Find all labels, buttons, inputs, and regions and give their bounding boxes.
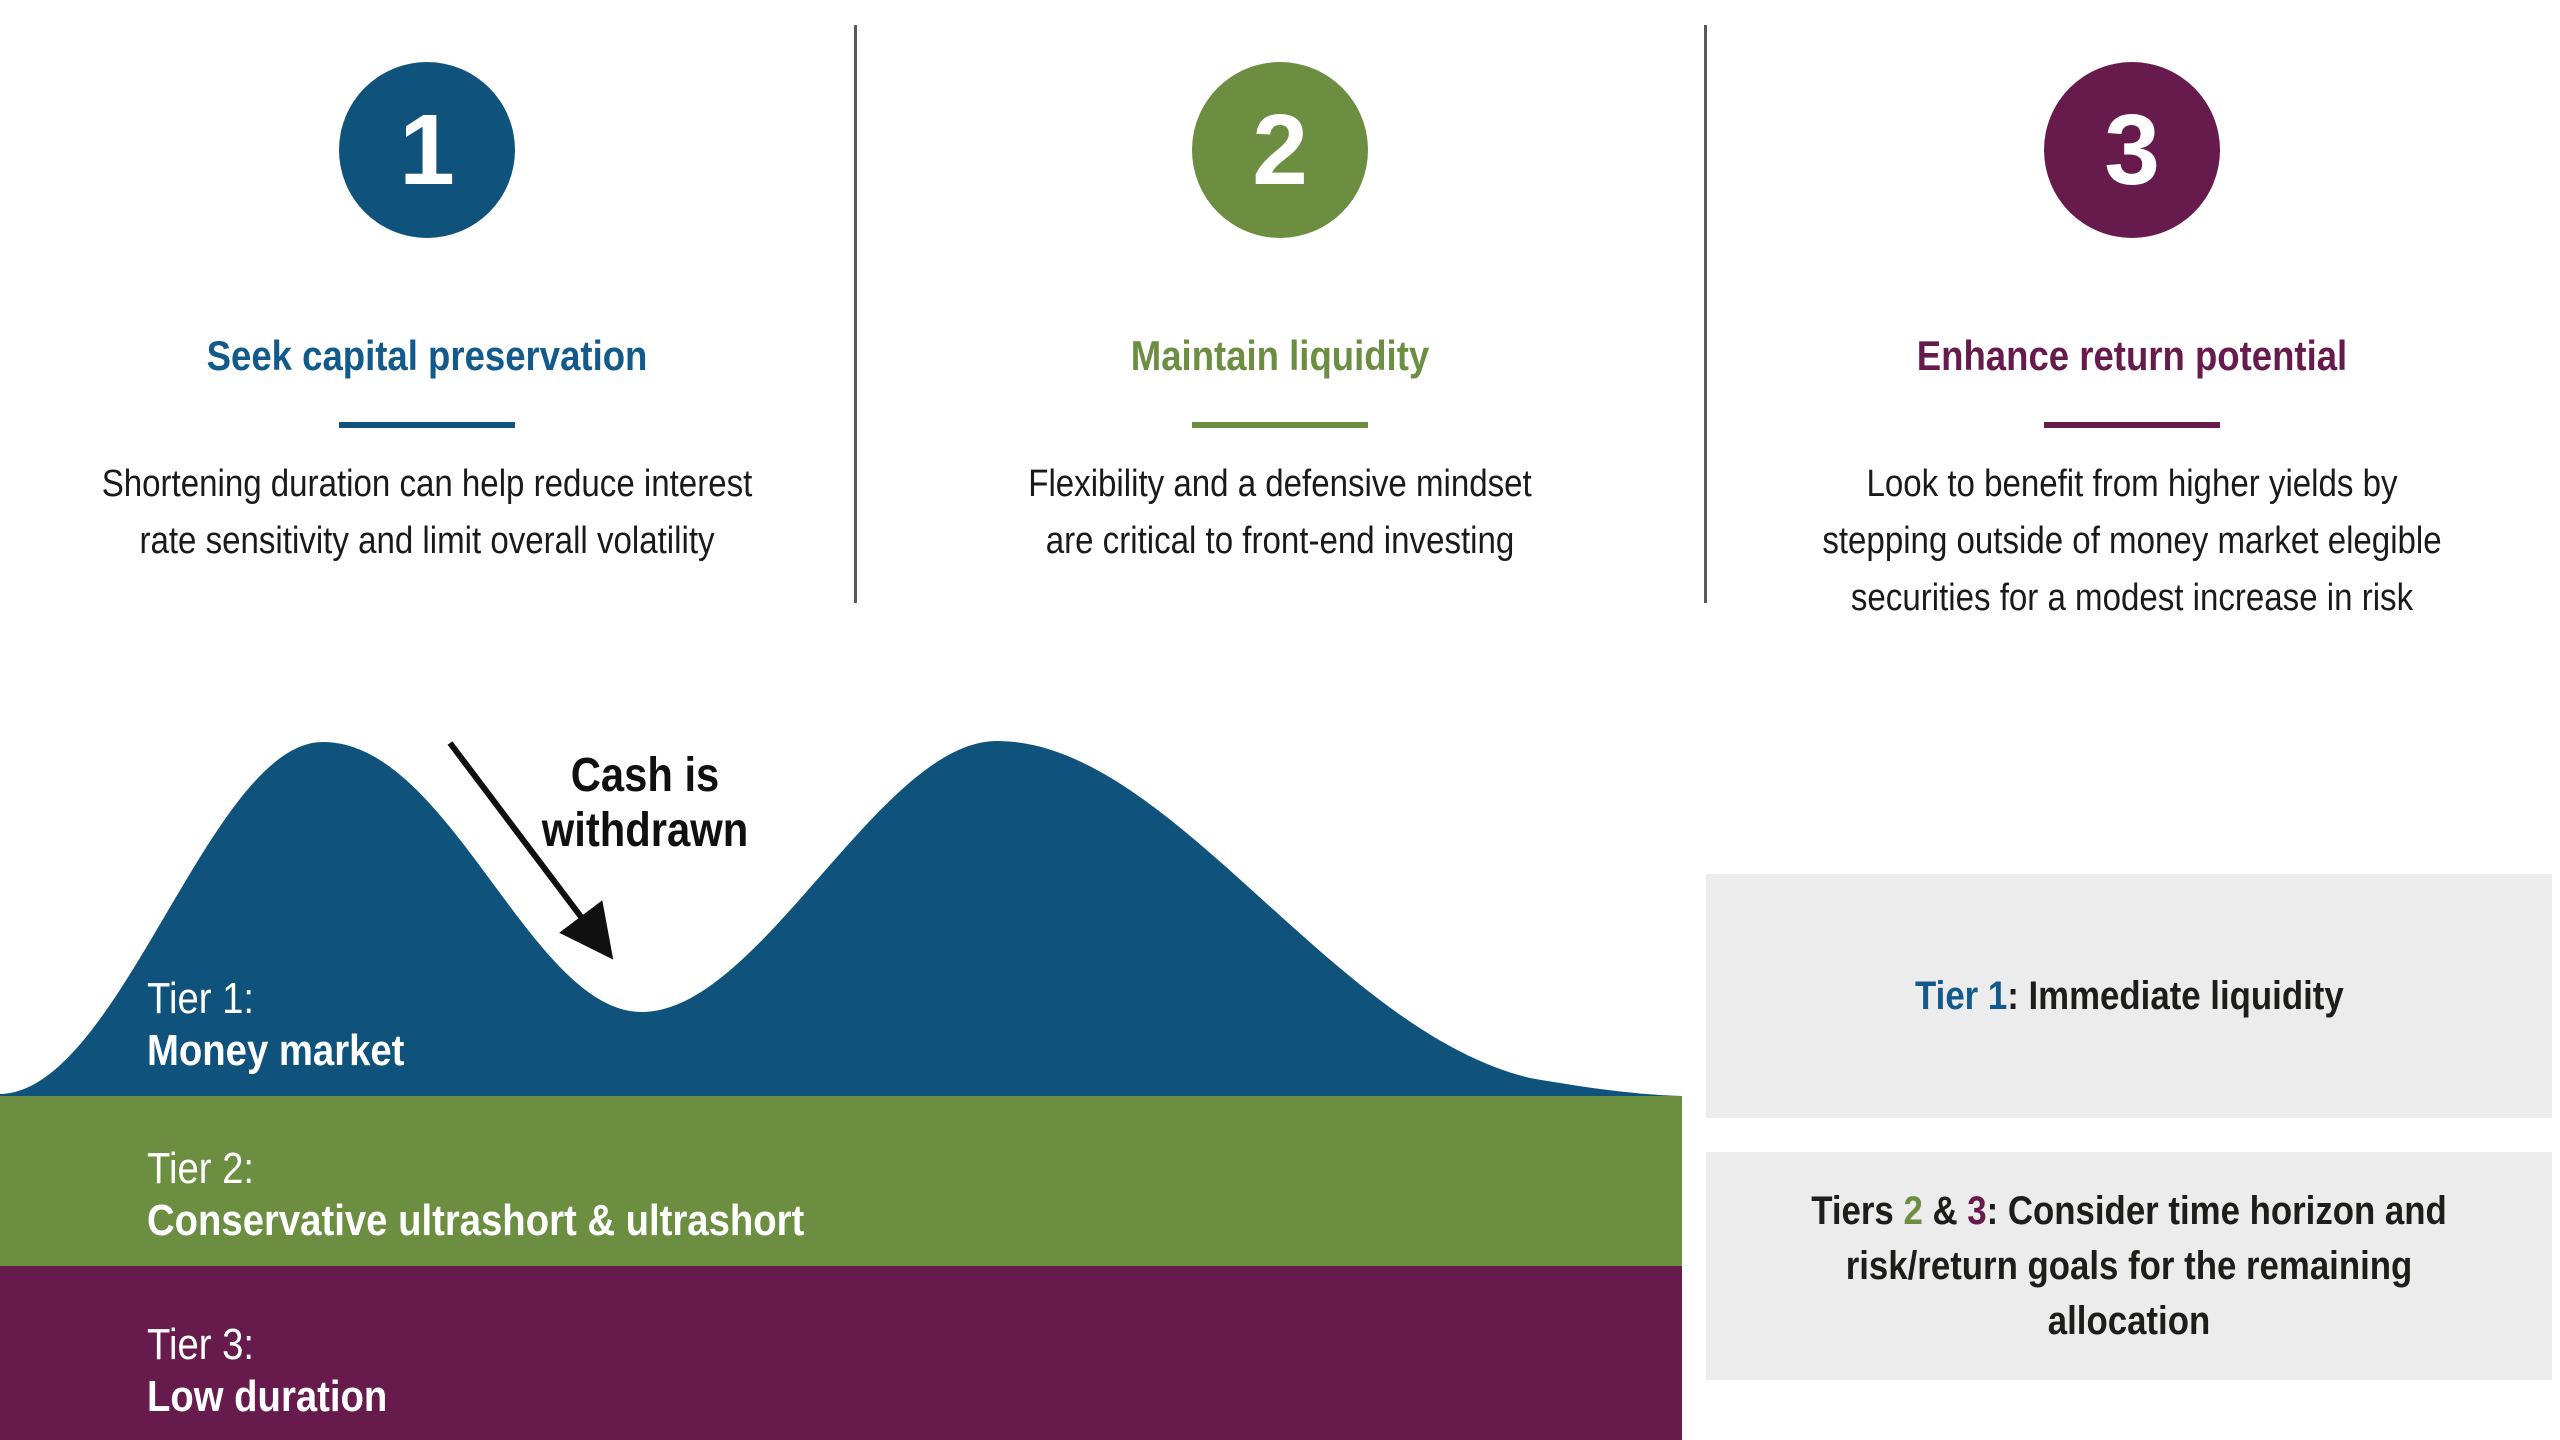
callout-2-seg: Tiers: [1811, 1188, 1904, 1233]
tier-3-band: [0, 1266, 1682, 1440]
liquidity-wave-chart: [0, 741, 1682, 1098]
tier-3-label: Tier 3: Low duration: [147, 1319, 387, 1423]
step-1-body-line: Shortening duration can help reduce inte…: [101, 463, 753, 505]
step-3-body-line: Look to benefit from higher yields by: [1866, 463, 2398, 505]
tier-1-name: Money market: [147, 1026, 405, 1075]
tier-2-name: Conservative ultrashort & ultrashort: [147, 1196, 805, 1245]
step-1-number: 1: [399, 93, 455, 206]
column-divider: [854, 25, 857, 603]
callout-2-seg: &: [1922, 1188, 1968, 1233]
cash-withdrawn-line: Cash is: [570, 749, 720, 802]
tiers-2-3-callout-line2: risk/return goals for the remaining allo…: [1845, 1243, 2413, 1343]
step-2-underline: [1192, 422, 1368, 428]
callout-2-seg-green: 2: [1903, 1188, 1923, 1233]
tiers-2-3-callout-line1: Tiers 2 & 3: Consider time horizon and: [1761, 1184, 2497, 1239]
tiers-2-3-callout: Tiers 2 & 3: Consider time horizon and r…: [1706, 1152, 2552, 1380]
callout-2-seg: : Consider time horizon and: [1986, 1188, 2447, 1233]
step-1-title: Seek capital preservation: [206, 332, 648, 379]
step-2-title: Maintain liquidity: [1130, 332, 1430, 379]
step-3-number: 3: [2104, 93, 2160, 206]
step-3-underline: [2044, 422, 2220, 428]
tier-1-callout: Tier 1: Immediate liquidity: [1706, 874, 2552, 1118]
cash-withdrawn-line: withdrawn: [541, 804, 749, 857]
tier-1-callout-text: Tier 1: Immediate liquidity: [1915, 969, 2344, 1024]
step-3-body-line: stepping outside of money market elegibl…: [1822, 520, 2442, 562]
tiers-2-3-callout-text: Tiers 2 & 3: Consider time horizon and r…: [1761, 1184, 2497, 1349]
step-1-underline: [339, 422, 515, 428]
tier-2-prefix: Tier 2:: [147, 1144, 255, 1193]
money-market-wave-shape: [0, 741, 1682, 1098]
step-3-title: Enhance return potential: [1916, 332, 2348, 379]
step-2-body-line: are critical to front-end investing: [1045, 520, 1515, 562]
tier-1-label: Tier 1: Money market: [147, 973, 404, 1077]
tier-3-prefix: Tier 3:: [147, 1320, 255, 1369]
step-2-body-line: Flexibility and a defensive mindset: [1028, 463, 1532, 505]
tier-3-name: Low duration: [147, 1372, 388, 1421]
tier-2-band: [0, 1096, 1682, 1266]
step-1-body-line: rate sensitivity and limit overall volat…: [139, 520, 715, 562]
column-divider: [1704, 25, 1707, 603]
step-1-body: Shortening duration can help reduce inte…: [96, 456, 757, 570]
cash-withdrawn-label: Cash is withdrawn: [515, 748, 776, 858]
tier-2-label: Tier 2: Conservative ultrashort & ultras…: [147, 1143, 804, 1247]
tier-1-callout-rest: : Immediate liquidity: [2006, 973, 2344, 1018]
step-2-circle: 2: [1192, 62, 1368, 238]
step-2-body: Flexibility and a defensive mindset are …: [949, 456, 1610, 570]
cash-withdrawn-arrow: [447, 741, 614, 960]
step-3-body: Look to benefit from higher yields by st…: [1801, 456, 2462, 627]
step-1-circle: 1: [339, 62, 515, 238]
tier-1-prefix: Tier 1:: [147, 974, 255, 1023]
step-2-number: 2: [1252, 93, 1308, 206]
callout-2-seg-purple: 3: [1967, 1188, 1987, 1233]
tier-1-callout-accent: Tier 1: [1914, 973, 2007, 1018]
step-3-circle: 3: [2044, 62, 2220, 238]
step-3-body-line: securities for a modest increase in risk: [1850, 577, 2414, 619]
